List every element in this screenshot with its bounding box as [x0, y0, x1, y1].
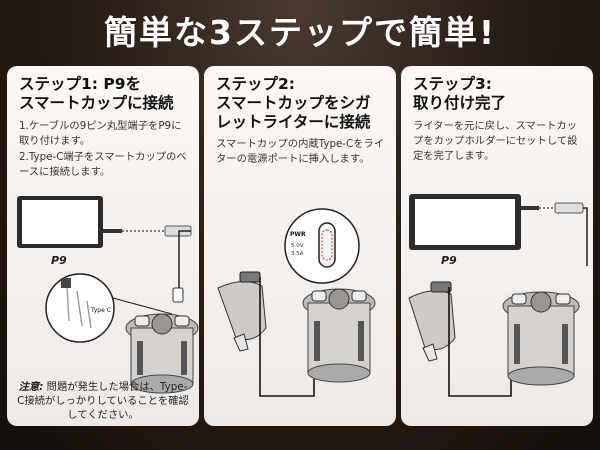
note-text: 問題が発生した場合は、Type-C接続がしっかりしていることを確認してください。: [17, 381, 189, 421]
note-prefix: 注意:: [18, 381, 44, 393]
port-title: PWR: [290, 231, 306, 238]
step-2-heading-line1: ステップ2:: [216, 75, 295, 93]
step-2-illustration: PWR 5.0V 3.5A: [217, 208, 376, 397]
smart-cup-device: [502, 291, 580, 386]
step-1-heading-line1: ステップ1: P9を: [19, 75, 142, 93]
step-1-device-label: P9: [51, 254, 67, 267]
step-3-text: ライターを元に戻し、スマートカップをカップホルダーにセットして設定を完了します。: [413, 120, 578, 162]
callout-label: Type C: [90, 307, 111, 314]
step-1-heading: ステップ1: P9を スマートカップに接続: [19, 75, 191, 113]
smart-cup-device: [302, 288, 376, 383]
port-spec-1: 5.0V: [291, 243, 304, 249]
car-charger-adapter: [408, 281, 456, 362]
type-c-port-icon: [318, 222, 336, 268]
step-2-card: ステップ2: スマートカップをシガ レットライターに接続 スマートカップの内蔵T…: [204, 66, 396, 426]
step-2-heading: ステップ2: スマートカップをシガ レットライターに接続: [216, 75, 388, 132]
step-3-heading-line2: 取り付け完了: [413, 94, 507, 112]
step-3-device-label: P9: [441, 254, 457, 267]
step-2-heading-line3: レットライターに接続: [216, 113, 371, 131]
tablet-screen: [415, 199, 515, 245]
step-3-heading-line1: ステップ3:: [413, 75, 492, 93]
step-1-text-2: 2.Type-C端子をスマートカップのベースに接続します。: [19, 151, 187, 178]
car-charger-adapter: [217, 271, 267, 352]
step-2-text: スマートカップの内蔵Type-Cをライターの電源ポートに挿入します。: [216, 138, 385, 165]
step-1-note: 注意: 問題が発生した場合は、Type-C接続がしっかりしていることを確認してく…: [17, 380, 189, 422]
step-3-illustration: P9: [408, 194, 588, 397]
port-spec-2: 3.5A: [291, 251, 304, 257]
page-title: 簡単な3ステップで簡単!: [103, 13, 496, 52]
step-1-heading-line2: スマートカップに接続: [19, 94, 174, 112]
step-1-card: ステップ1: P9を スマートカップに接続 1.ケーブルの9ピン丸型端子をP9に…: [7, 66, 199, 426]
step-3-card: ステップ3: 取り付け完了 ライターを元に戻し、スマートカップをカップホルダーに…: [401, 66, 593, 426]
step-1-text-1: 1.ケーブルの9ピン丸型端子をP9に取り付けます。: [19, 120, 182, 147]
smart-cup-device: [125, 313, 199, 394]
step-2-heading-line2: スマートカップをシガ: [216, 94, 371, 112]
step-3-heading: ステップ3: 取り付け完了: [413, 75, 585, 113]
tablet-screen: [22, 200, 98, 244]
step-1-illustration: Type C P9: [17, 196, 199, 394]
